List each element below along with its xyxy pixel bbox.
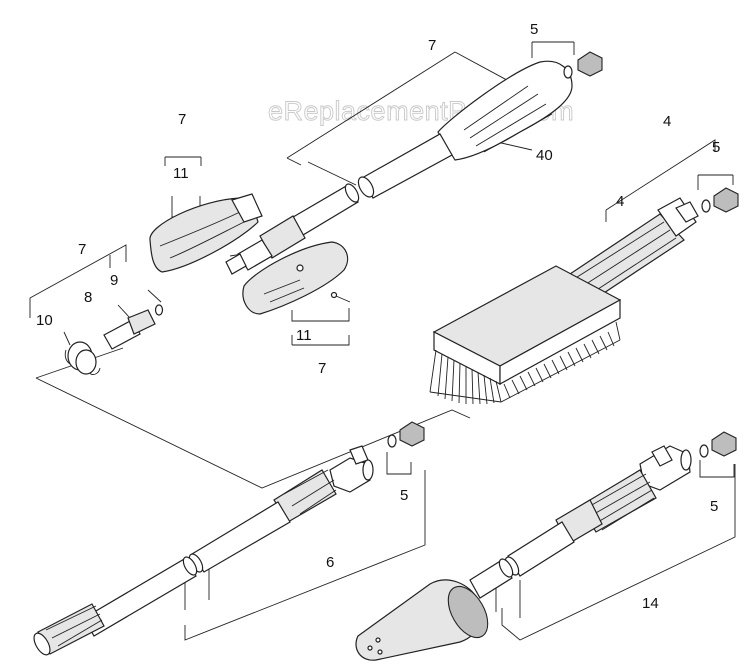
callout-7-left-top: 7 <box>178 111 186 128</box>
wand-6[interactable] <box>31 445 374 657</box>
callout-9: 9 <box>110 272 118 289</box>
callout-5-mid: 5 <box>400 487 408 504</box>
callout-4-b: 4 <box>616 193 624 210</box>
callout-7-top: 7 <box>428 37 436 54</box>
handle-shell-11-bottom[interactable] <box>242 241 351 315</box>
mid-nut-5[interactable] <box>387 421 425 448</box>
callout-4-a: 4 <box>663 113 671 130</box>
handle-shell-11-top[interactable] <box>149 193 263 273</box>
brush-nut-5[interactable] <box>701 187 739 213</box>
callout-14: 14 <box>642 595 659 612</box>
top-lance[interactable] <box>225 60 573 275</box>
nozzle-8[interactable] <box>103 309 156 350</box>
callout-7-bottom: 7 <box>318 360 326 377</box>
callout-5-top: 5 <box>530 21 538 38</box>
callout-7-left: 7 <box>78 241 86 258</box>
right-nut-5[interactable] <box>699 431 737 458</box>
callout-11-top: 11 <box>173 165 189 182</box>
callout-6: 6 <box>326 554 334 571</box>
oring-9[interactable] <box>154 304 164 316</box>
callout-8: 8 <box>84 289 92 306</box>
callout-5-brush: 5 <box>712 139 720 156</box>
callout-40: 40 <box>536 147 553 164</box>
callout-11-bottom: 11 <box>296 327 312 344</box>
rotary-lance-14[interactable] <box>355 445 692 661</box>
brush-4[interactable] <box>429 197 699 405</box>
leader-lines <box>29 41 736 641</box>
brush-bristles <box>429 321 621 405</box>
callout-10: 10 <box>36 312 53 329</box>
spring-10[interactable] <box>64 341 101 375</box>
callout-labels: 7 5 40 4 4 5 7 11 7 9 8 10 11 7 5 6 5 14 <box>36 21 720 612</box>
top-nut-5[interactable] <box>563 51 603 79</box>
callout-5-right: 5 <box>710 498 718 515</box>
